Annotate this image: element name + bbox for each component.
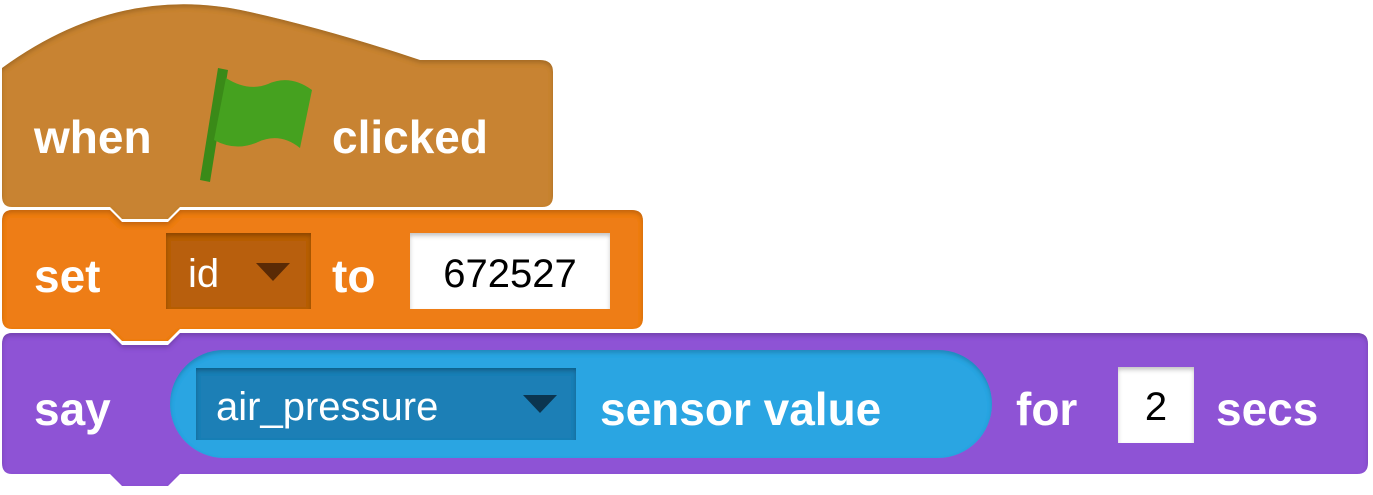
set-variable-block[interactable]: set id to 672527 xyxy=(2,210,643,341)
chevron-down-icon xyxy=(523,395,557,413)
value-input[interactable]: 672527 xyxy=(410,233,610,309)
duration-input[interactable]: 2 xyxy=(1118,367,1194,443)
say-block[interactable]: say air_pressure sensor value for 2 secs xyxy=(2,333,1368,486)
to-label: to xyxy=(332,250,375,302)
chevron-down-icon xyxy=(256,263,290,281)
sensor-dropdown-value: air_pressure xyxy=(216,385,438,429)
duration-value: 2 xyxy=(1145,385,1167,429)
say-label: say xyxy=(34,383,111,435)
sensor-dropdown[interactable]: air_pressure xyxy=(196,368,576,440)
green-flag-icon xyxy=(200,68,312,182)
reporter-label: sensor value xyxy=(600,383,881,435)
for-label: for xyxy=(1016,383,1077,435)
when-label: when xyxy=(33,111,152,163)
value-input-text: 672527 xyxy=(443,252,576,296)
clicked-label: clicked xyxy=(332,111,488,163)
variable-dropdown[interactable]: id xyxy=(166,233,311,309)
variable-dropdown-value: id xyxy=(188,252,219,296)
sensor-value-reporter[interactable]: air_pressure sensor value xyxy=(170,350,992,458)
set-label: set xyxy=(34,250,100,302)
when-flag-clicked-hat-block[interactable]: when clicked xyxy=(2,4,553,219)
secs-label: secs xyxy=(1216,383,1318,435)
